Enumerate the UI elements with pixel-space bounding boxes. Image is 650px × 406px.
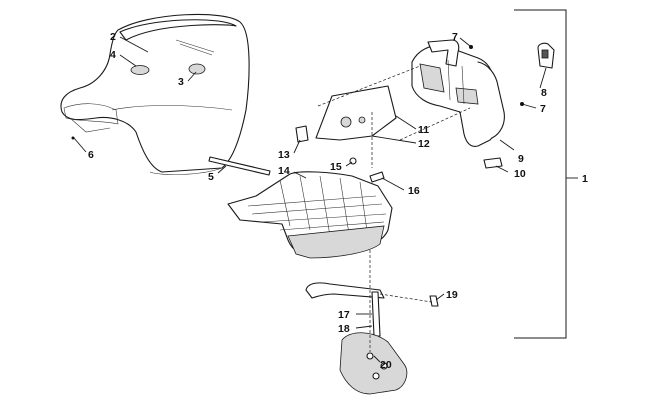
callout-labels: 1 2 3 4 5 6 7 7 8 9 10 11 12 13 14 15 16… bbox=[88, 31, 588, 371]
assembly-lines bbox=[317, 65, 471, 352]
callout-12: 12 bbox=[418, 138, 430, 150]
seat-strap bbox=[208, 156, 271, 176]
callout-18: 18 bbox=[338, 323, 350, 335]
seat-cushion bbox=[60, 13, 250, 175]
seat-latch bbox=[537, 42, 555, 69]
callout-7-right: 7 bbox=[540, 103, 546, 115]
callout-10: 10 bbox=[514, 168, 526, 180]
bottom-mount bbox=[339, 332, 408, 395]
mounting-bracket bbox=[295, 85, 397, 143]
callout-1: 1 bbox=[582, 173, 588, 185]
callout-4: 4 bbox=[110, 49, 116, 61]
callout-17: 17 bbox=[338, 309, 350, 321]
callout-20: 20 bbox=[380, 359, 392, 371]
fastener-19 bbox=[429, 295, 439, 307]
callout-13: 13 bbox=[278, 149, 290, 161]
callout-15: 15 bbox=[330, 161, 342, 173]
rear-seat-bracket bbox=[411, 39, 505, 147]
plate bbox=[483, 157, 503, 169]
callout-9: 9 bbox=[518, 153, 524, 165]
callout-2: 2 bbox=[110, 31, 116, 43]
callout-7-top: 7 bbox=[452, 31, 458, 43]
callout-11: 11 bbox=[418, 124, 429, 136]
callout-8: 8 bbox=[541, 87, 547, 99]
callout-14: 14 bbox=[278, 165, 290, 177]
callout-6: 6 bbox=[88, 149, 94, 161]
callout-3: 3 bbox=[178, 76, 184, 88]
bolt-16 bbox=[369, 171, 385, 183]
assembly-bracket bbox=[514, 9, 567, 339]
seat-frame bbox=[227, 171, 393, 259]
callout-16: 16 bbox=[408, 185, 420, 197]
leader-lines bbox=[73, 36, 578, 363]
callout-19: 19 bbox=[446, 289, 458, 301]
grab-handle bbox=[305, 282, 385, 337]
callout-5: 5 bbox=[208, 171, 214, 183]
fastener-dots bbox=[71, 45, 524, 140]
